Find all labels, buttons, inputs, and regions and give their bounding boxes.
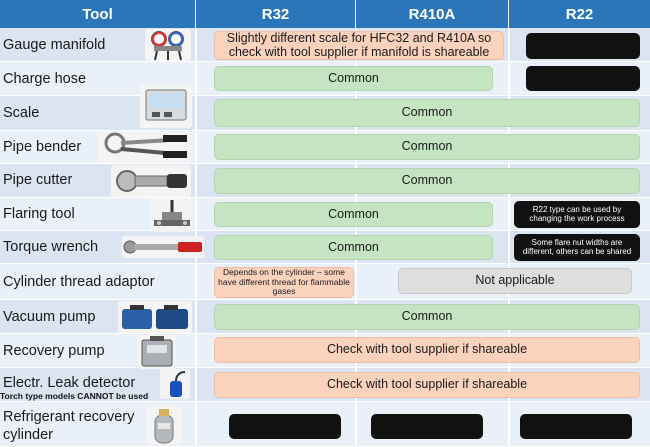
vacuum-pump-icon <box>118 301 192 333</box>
torque-wrench-r22-cell: Some flare nut widths are different, oth… <box>514 234 640 261</box>
pipe-cutter-all-cell: Common <box>214 168 640 194</box>
torque-wrench-icon <box>122 236 204 258</box>
gauge-manifold-r32-r410a-cell: Slightly different scale for HFC32 and R… <box>214 31 504 60</box>
leak-detector-note: Torch type models CANNOT be used <box>0 391 149 401</box>
tool-label-vacuum-pump: Vacuum pump <box>3 309 96 325</box>
tool-label-pipe-cutter: Pipe cutter <box>3 172 73 188</box>
tool-label-flaring-tool: Flaring tool <box>3 206 75 222</box>
recovery-cylinder-r32-cell <box>229 414 341 439</box>
recovery-cylinder-icon <box>147 405 181 445</box>
header-r22: R22 <box>509 0 650 28</box>
charge-hose-r22-cell <box>526 66 640 91</box>
header-r32: R32 <box>196 0 356 28</box>
tool-label-cylinder-thread-adaptor: Cylinder thread adaptor <box>3 274 155 290</box>
tool-label-scale: Scale <box>3 105 40 121</box>
header-r410a: R410A <box>356 0 509 28</box>
scale-icon <box>140 84 192 128</box>
cylinder-adaptor-r32-cell: Depends on the cylinder – some have diff… <box>214 267 354 298</box>
recovery-pump-all-cell: Check with tool supplier if shareable <box>214 337 640 363</box>
tool-label-recovery-pump: Recovery pump <box>3 343 105 359</box>
gauge-manifold-icon <box>145 29 191 61</box>
tool-label-leak-detector: Electr. Leak detector <box>3 375 136 391</box>
vacuum-pump-all-cell: Common <box>214 304 640 330</box>
flaring-tool-r32-r410a-cell: Common <box>214 202 493 227</box>
recovery-cylinder-r410a-cell <box>371 414 483 439</box>
tool-label-torque-wrench: Torque wrench <box>3 239 99 255</box>
cylinder-adaptor-r410a-r22-cell: Not applicable <box>398 268 632 294</box>
header-tool: Tool <box>0 0 196 28</box>
leak-detector-all-cell: Check with tool supplier if shareable <box>214 372 640 398</box>
pipe-bender-all-cell: Common <box>214 134 640 160</box>
tool-label-recovery-cylinder: Refrigerant recovery cylinder <box>3 409 135 444</box>
recovery-cylinder-r22-cell <box>520 414 632 439</box>
tool-label-charge-hose: Charge hose <box>3 71 87 87</box>
pipe-bender-icon <box>97 131 191 163</box>
flaring-tool-r22-cell: R22 type can be used by changing the wor… <box>514 201 640 228</box>
leak-detector-icon <box>160 369 190 399</box>
gauge-manifold-r22-cell <box>526 33 640 59</box>
tool-label-pipe-bender: Pipe bender <box>3 139 82 155</box>
recovery-pump-icon <box>138 335 176 369</box>
tool-label-gauge-manifold: Gauge manifold <box>3 37 106 53</box>
scale-all-cell: Common <box>214 99 640 127</box>
torque-wrench-r32-r410a-cell: Common <box>214 235 493 260</box>
pipe-cutter-icon <box>111 165 191 197</box>
charge-hose-r32-r410a-cell: Common <box>214 66 493 91</box>
column-divider <box>508 28 510 447</box>
flaring-tool-icon <box>150 198 192 232</box>
